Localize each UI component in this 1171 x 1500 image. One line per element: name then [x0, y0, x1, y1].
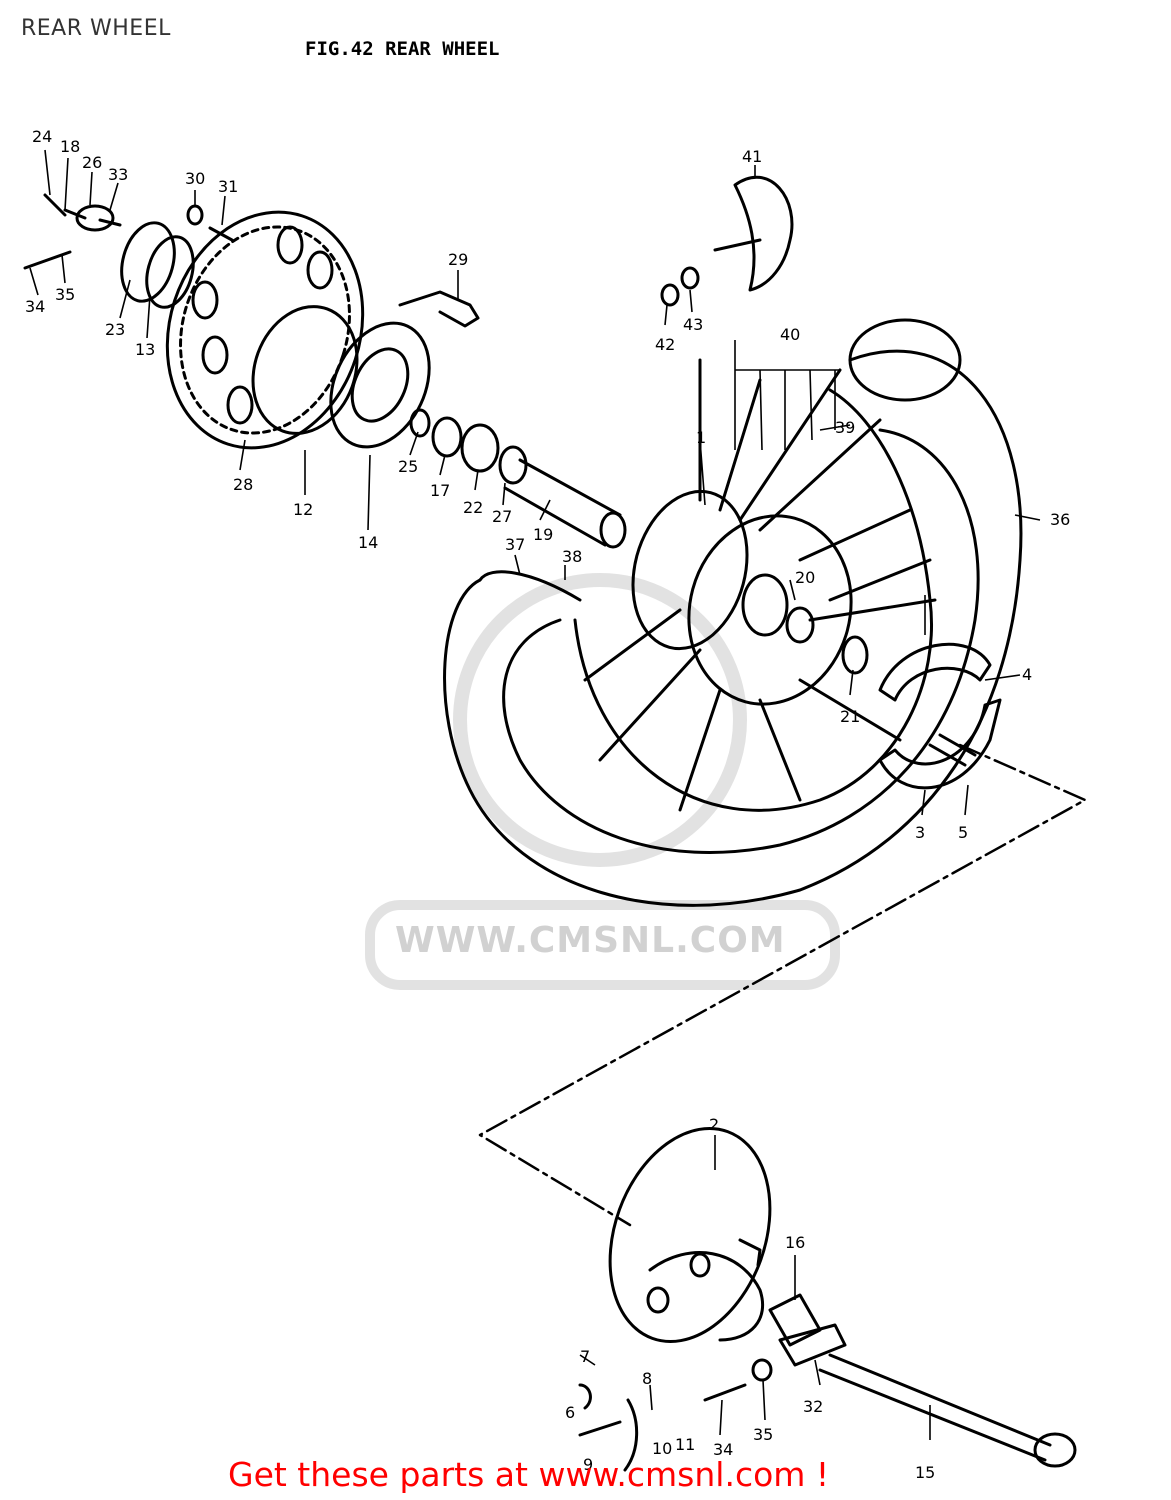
part-label: 39: [835, 418, 855, 437]
watermark-text: WWW.CMSNL.COM: [395, 920, 786, 961]
part-label: 10: [652, 1439, 672, 1458]
part-label: 7: [580, 1347, 590, 1366]
part-label: 15: [915, 1463, 935, 1482]
part-label: 18: [60, 137, 80, 156]
part-label: 12: [293, 500, 313, 519]
part-label: 27: [492, 507, 512, 526]
part-label: 20: [795, 568, 815, 587]
part-label: 24: [32, 127, 52, 146]
rear-tire: [443, 318, 1023, 907]
part-label: 35: [55, 285, 75, 304]
part-label: 36: [1050, 510, 1070, 529]
part-label: 8: [642, 1369, 652, 1388]
part-label: 6: [565, 1403, 575, 1422]
page-title: REAR WHEEL: [21, 16, 171, 41]
part-label: 22: [463, 498, 483, 517]
part-label: 5: [958, 823, 968, 842]
part-label: 34: [713, 1440, 733, 1459]
part-label: 23: [105, 320, 125, 339]
part-label: 43: [683, 315, 703, 334]
callout-labels: 24 18 26 33 30 31 34 35 23 13 29 41 42 4…: [25, 127, 1070, 1482]
sprocket: [165, 210, 365, 450]
brake-panel: [608, 1126, 772, 1344]
part-label: 31: [218, 177, 238, 196]
part-label: 1: [696, 428, 706, 447]
part-label: 21: [840, 707, 860, 726]
part-label: 16: [785, 1233, 805, 1252]
part-label: 11: [675, 1435, 695, 1454]
part-label: 9: [583, 1455, 593, 1474]
part-label: 33: [108, 165, 128, 184]
part-label: 35: [753, 1425, 773, 1444]
part-label: 37: [505, 535, 525, 554]
part-label: 28: [233, 475, 253, 494]
part-label: 17: [430, 481, 450, 500]
part-label: 41: [742, 147, 762, 166]
part-label: 2: [709, 1115, 719, 1134]
figure-title: FIG.42 REAR WHEEL: [305, 38, 500, 60]
part-label: 34: [25, 297, 45, 316]
part-label: 40: [780, 325, 800, 344]
watermark-logo: [365, 573, 840, 990]
part-label: 42: [655, 335, 675, 354]
part-label: 25: [398, 457, 418, 476]
part-label: 3: [915, 823, 925, 842]
part-label: 30: [185, 169, 205, 188]
part-label: 26: [82, 153, 102, 172]
part-label: 4: [1022, 665, 1032, 684]
part-label: 32: [803, 1397, 823, 1416]
part-label: 19: [533, 525, 553, 544]
part-label: 38: [562, 547, 582, 566]
part-label: 13: [135, 340, 155, 359]
part-label: 14: [358, 533, 378, 552]
part-label: 29: [448, 250, 468, 269]
footer-link[interactable]: Get these parts at www.cmsnl.com !: [228, 1455, 830, 1494]
